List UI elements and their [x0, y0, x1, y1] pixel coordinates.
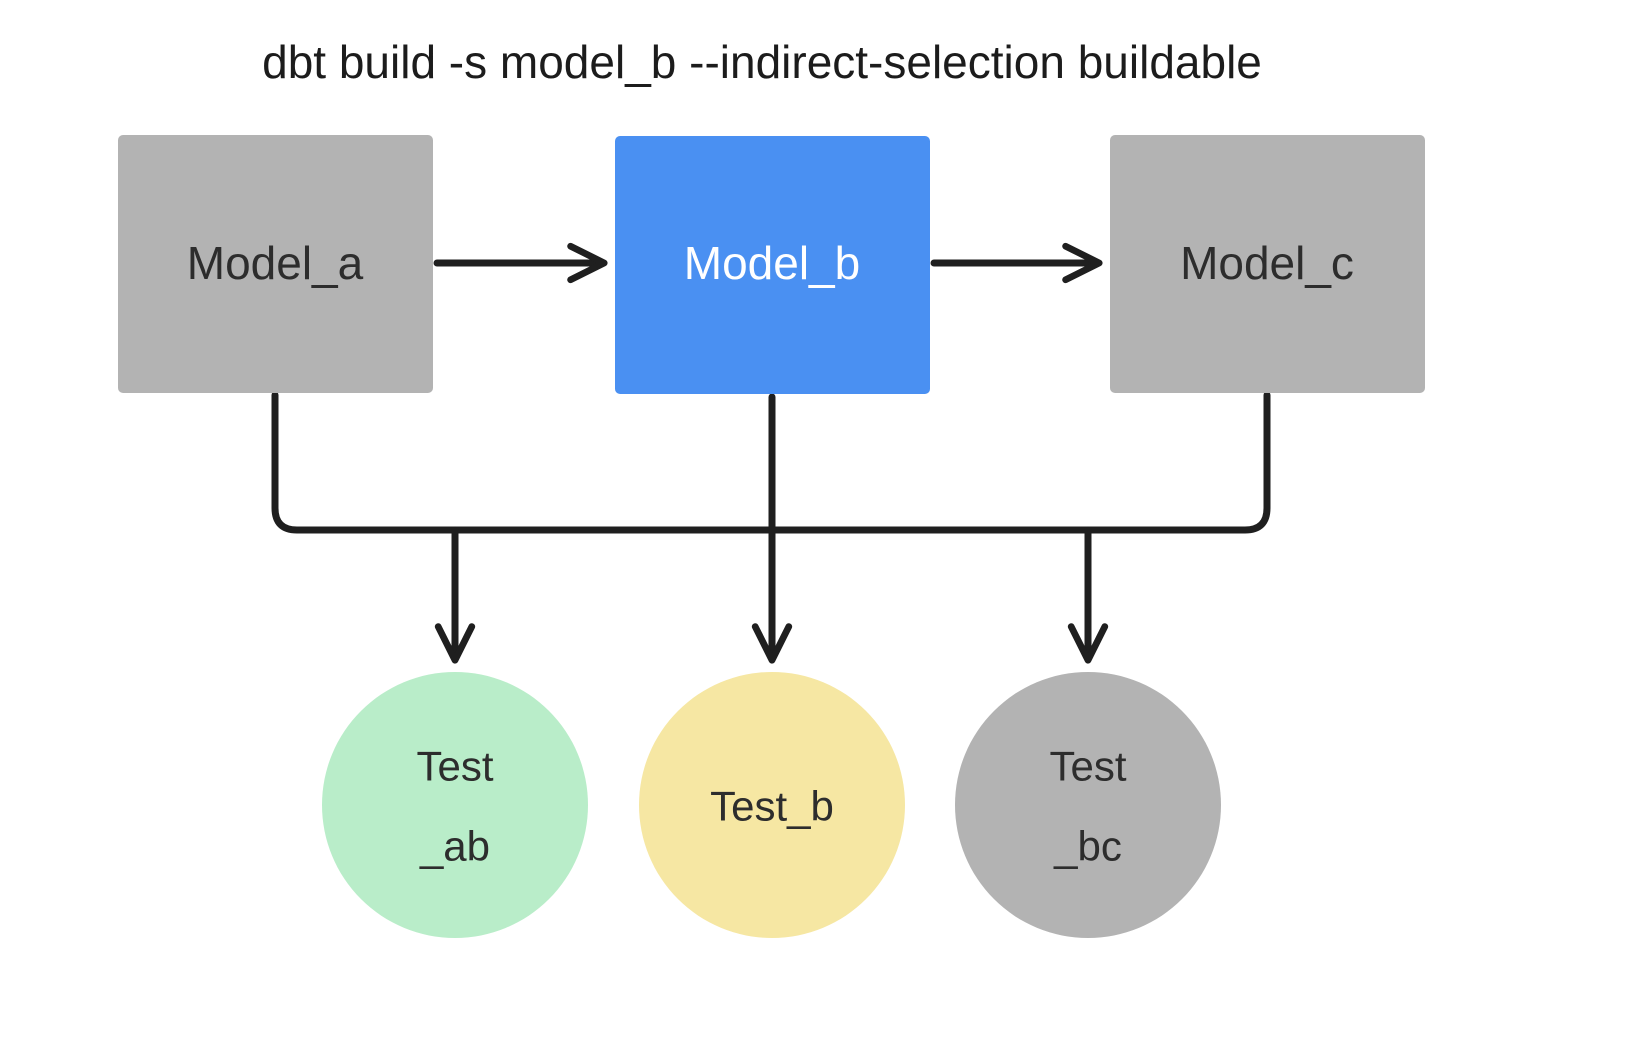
- connectors: [271, 242, 1271, 664]
- model-a-node: Model_a: [118, 135, 433, 393]
- test-bc-label-line2: _bc: [1053, 823, 1122, 870]
- model-c-label: Model_c: [1180, 237, 1354, 289]
- test-ab-node: Test _ab: [322, 672, 588, 938]
- diagram-title: dbt build -s model_b --indirect-selectio…: [262, 36, 1262, 88]
- test-b-node: Test_b: [639, 672, 905, 938]
- model-b-box: [615, 136, 930, 394]
- model-c-node: Model_c: [1110, 135, 1425, 393]
- model-a-box: [118, 135, 433, 393]
- test-ab-circle: [322, 672, 588, 938]
- test-bc-circle: [955, 672, 1221, 938]
- model-a-label: Model_a: [187, 237, 364, 289]
- test-b-label: Test_b: [710, 783, 834, 830]
- model-b-node: Model_b: [615, 136, 930, 394]
- model-c-box: [1110, 135, 1425, 393]
- test-ab-label-line1: Test: [416, 743, 493, 790]
- test-bc-label-line1: Test: [1049, 743, 1126, 790]
- test-b-circle: [639, 672, 905, 938]
- test-bc-node: Test _bc: [955, 672, 1221, 938]
- model-b-label: Model_b: [684, 237, 860, 289]
- test-ab-label-line2: _ab: [419, 823, 490, 870]
